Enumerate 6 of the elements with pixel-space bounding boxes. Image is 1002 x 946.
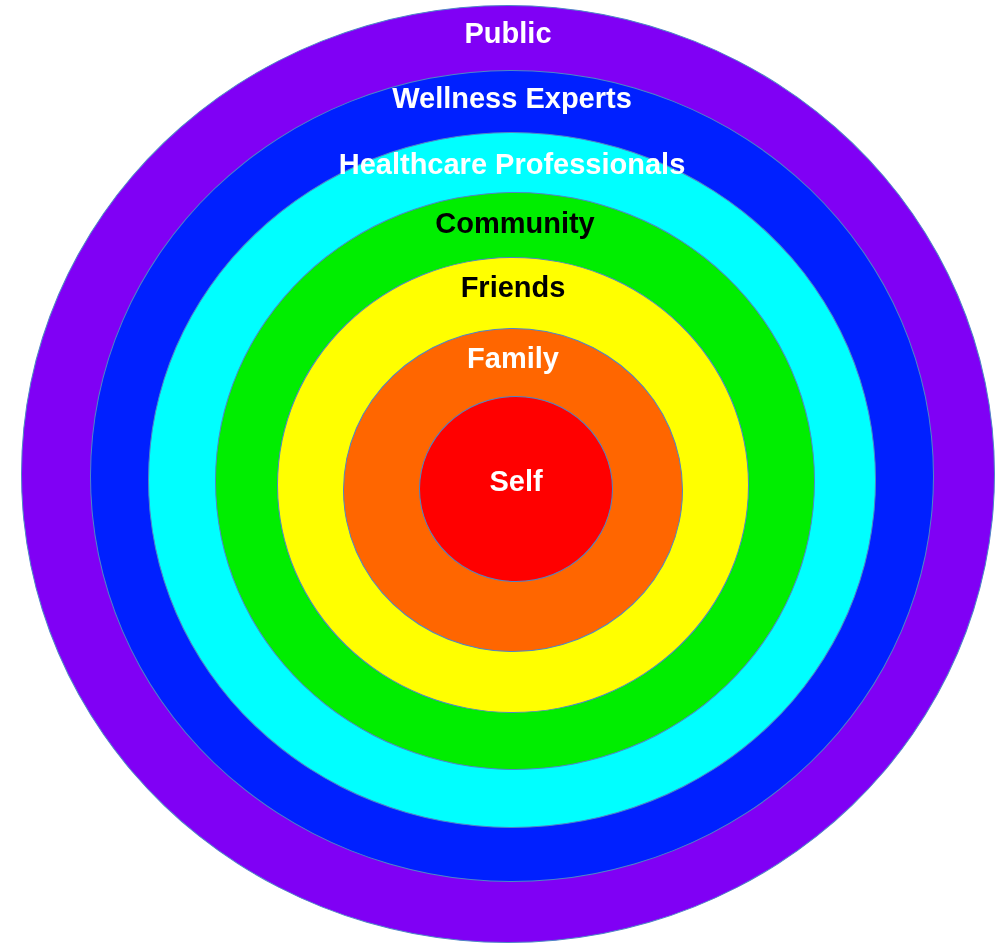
ring-label: Public bbox=[464, 18, 552, 50]
ring-label: Wellness Experts bbox=[392, 83, 632, 115]
ring-label: Self bbox=[489, 466, 543, 498]
ring-label: Community bbox=[435, 208, 595, 240]
ring-label: Friends bbox=[460, 272, 566, 304]
ring-label: Family bbox=[467, 343, 559, 375]
